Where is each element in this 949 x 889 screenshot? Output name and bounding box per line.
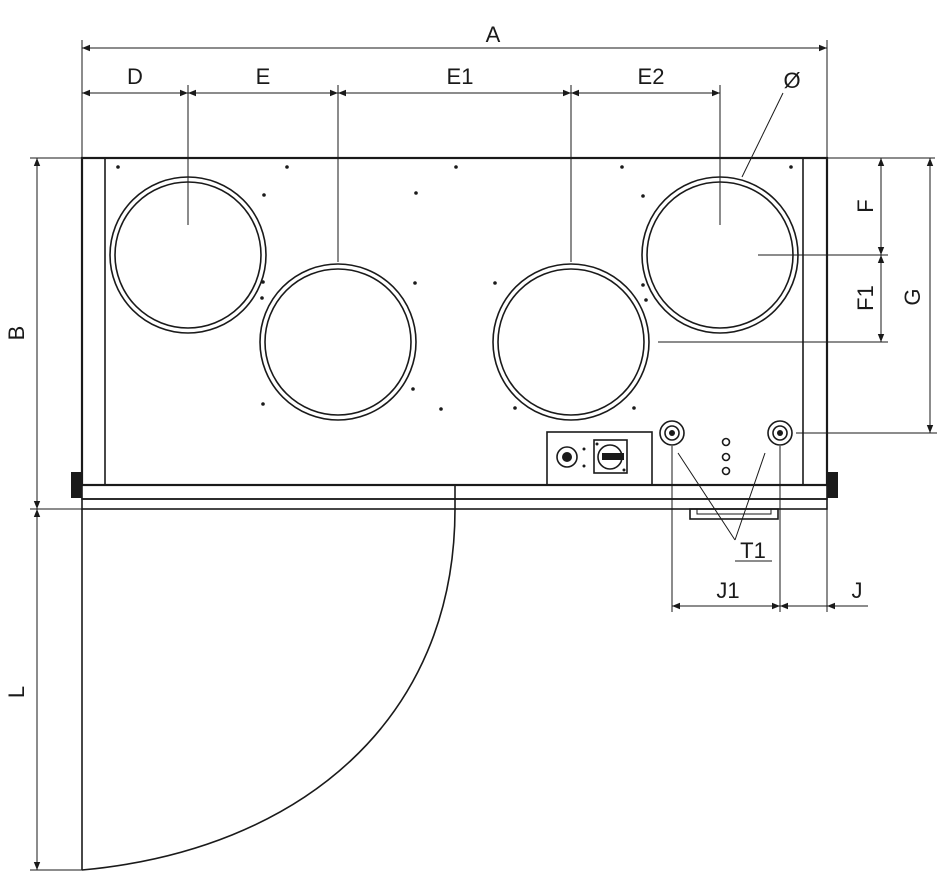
duct-circle-3 (492, 263, 650, 421)
label-e1: E1 (447, 64, 474, 89)
label-f1: F1 (853, 285, 878, 311)
label-d: D (127, 64, 143, 89)
diameter-leader (741, 92, 784, 178)
door-swing-arc (81, 508, 456, 871)
dimension-lines (30, 40, 937, 871)
t1-leader-right (734, 452, 766, 541)
label-j: J (852, 578, 863, 603)
unit-body (71, 156, 838, 520)
duct-circle-2 (259, 263, 417, 421)
label-g: G (900, 288, 925, 305)
t1-leader-left (677, 452, 736, 541)
label-t1: T1 (740, 538, 766, 563)
drain-tray-inner (696, 508, 772, 515)
unit-outline (80, 156, 829, 487)
label-e: E (256, 64, 271, 89)
label-j1: J1 (716, 578, 739, 603)
condensate-connections (659, 420, 793, 476)
label-f: F (853, 199, 878, 212)
label-l: L (4, 686, 29, 698)
right-hinge (827, 472, 838, 498)
main-switch (593, 439, 628, 474)
label-e2: E2 (638, 64, 665, 89)
condensate-connection-left (659, 420, 685, 446)
label-diameter: Ø (783, 68, 800, 93)
left-hinge (71, 472, 82, 498)
condensate-connection-right (767, 420, 793, 446)
indicator-light (556, 446, 578, 468)
duct-connections (109, 176, 799, 421)
control-panel-box (546, 431, 653, 486)
label-b: B (4, 326, 29, 341)
dimension-text: A D E E1 E2 Ø B L F F1 G T1 J1 J (4, 22, 925, 698)
screw-dots (116, 165, 793, 411)
small-ports (721, 437, 731, 476)
label-a: A (486, 22, 501, 47)
control-panel (546, 431, 653, 486)
door-swing (81, 508, 456, 871)
